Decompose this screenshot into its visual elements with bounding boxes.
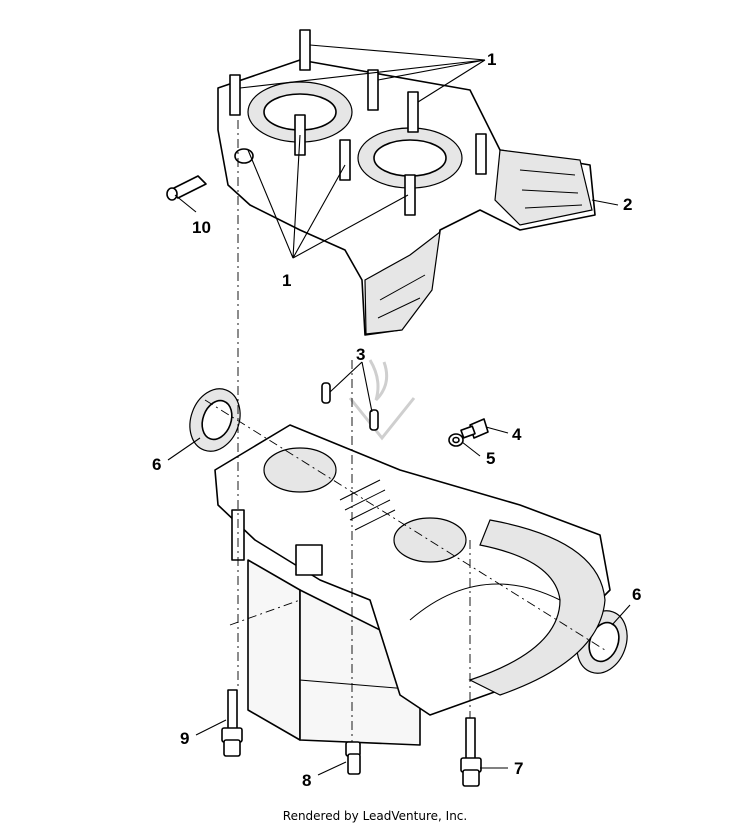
callout-4: 4 <box>512 425 522 444</box>
callout-1-bottom: 1 <box>282 271 291 290</box>
leader-lines <box>167 44 631 776</box>
dowel-pins-part-3 <box>321 382 379 431</box>
watermark-logo <box>348 359 416 441</box>
crank-seal-left-part-6 <box>189 388 241 452</box>
callout-3: 3 <box>356 345 365 364</box>
screw-part-4 <box>460 418 489 439</box>
lower-crankcase-half <box>214 424 611 716</box>
callout-10: 10 <box>192 218 211 237</box>
assembly-centerlines <box>204 120 606 742</box>
footer-credit: Rendered by LeadVenture, Inc. <box>283 809 467 823</box>
bolt-part-8 <box>345 741 361 775</box>
callouts: 1 1 2 3 4 5 6 6 7 8 9 10 <box>152 50 641 790</box>
bolt-part-9 <box>221 689 243 757</box>
upper-crankcase-half <box>217 29 596 336</box>
plug-part-10 <box>166 175 207 201</box>
callout-9: 9 <box>180 729 189 748</box>
washer-part-5 <box>448 433 464 447</box>
callout-6-left: 6 <box>152 455 161 474</box>
bolt-part-7 <box>460 717 482 787</box>
callout-6-right: 6 <box>632 585 641 604</box>
callout-1-top: 1 <box>487 50 496 69</box>
callout-5: 5 <box>486 449 495 468</box>
callout-7: 7 <box>514 759 523 778</box>
callout-8: 8 <box>302 771 311 790</box>
callout-2: 2 <box>623 195 632 214</box>
